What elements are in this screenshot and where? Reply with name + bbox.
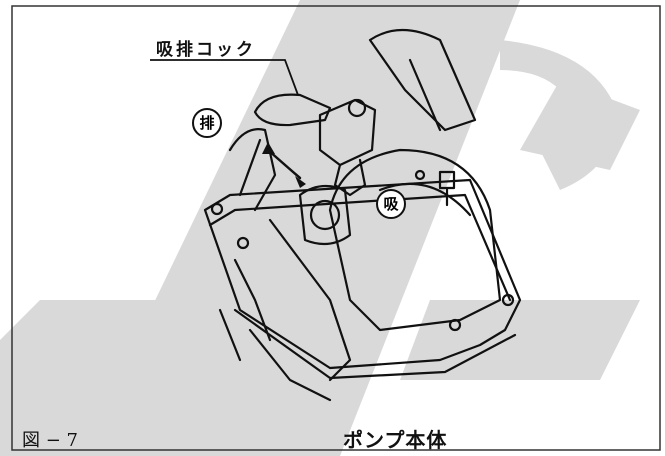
figure-frame: [11, 5, 661, 451]
callout-leader: [150, 59, 299, 96]
cock-callout-label: 吸排コック: [156, 40, 256, 60]
intake-mark: 吸: [376, 189, 406, 219]
figure-number: 図 − 7: [22, 430, 78, 451]
exhaust-mark: 排: [192, 108, 222, 138]
figure-caption: ポンプ本体: [343, 428, 448, 452]
pump-drawing: [203, 29, 522, 402]
